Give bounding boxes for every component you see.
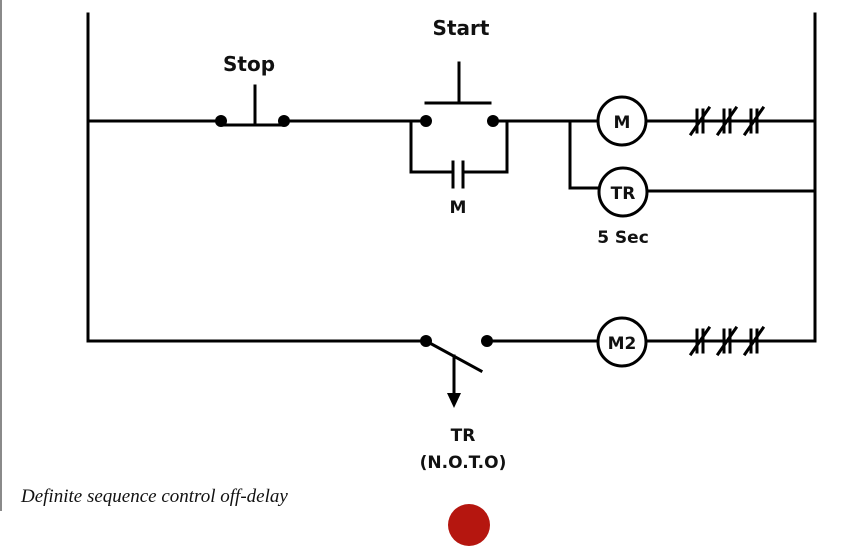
start-contact-left-terminal: [420, 115, 432, 127]
timer-contact-type-label: (N.O.T.O): [420, 453, 507, 473]
timer-arrow-icon: [447, 393, 461, 408]
motor-coil-label: M: [614, 113, 631, 133]
timer-contact-label: TR: [451, 426, 476, 446]
diagram-caption: Definite sequence control off-delay: [21, 486, 288, 507]
timer-contact-noto: [423, 338, 484, 395]
red-circle-button[interactable]: [448, 504, 490, 546]
stop-pushbutton: [219, 84, 286, 127]
overload-contacts-rung1: [688, 105, 766, 137]
start-label: Start: [433, 16, 490, 40]
timer-contact-left-terminal: [420, 335, 432, 347]
overload-contacts-rung2: [688, 325, 766, 357]
stop-contact-right-terminal: [278, 115, 290, 127]
timer-contact-right-terminal: [481, 335, 493, 347]
start-contact-right-terminal: [487, 115, 499, 127]
rung-2: [86, 316, 817, 395]
timer-branch-wire: [568, 119, 601, 190]
ladder-diagram: Stop Start M M TR 5 Sec M2 TR (N.O.T.O): [86, 12, 817, 473]
stop-label: Stop: [223, 52, 275, 76]
page-left-border: [0, 0, 2, 511]
stop-contact-left-terminal: [215, 115, 227, 127]
seal-in-contact-branch: [409, 119, 509, 189]
seal-contact-label: M: [450, 198, 467, 218]
start-pushbutton: [424, 61, 492, 105]
timer-setting-label: 5 Sec: [597, 228, 649, 248]
motor2-coil-label: M2: [608, 334, 637, 354]
rung-1: [86, 61, 817, 218]
timer-coil-label: TR: [611, 184, 636, 204]
